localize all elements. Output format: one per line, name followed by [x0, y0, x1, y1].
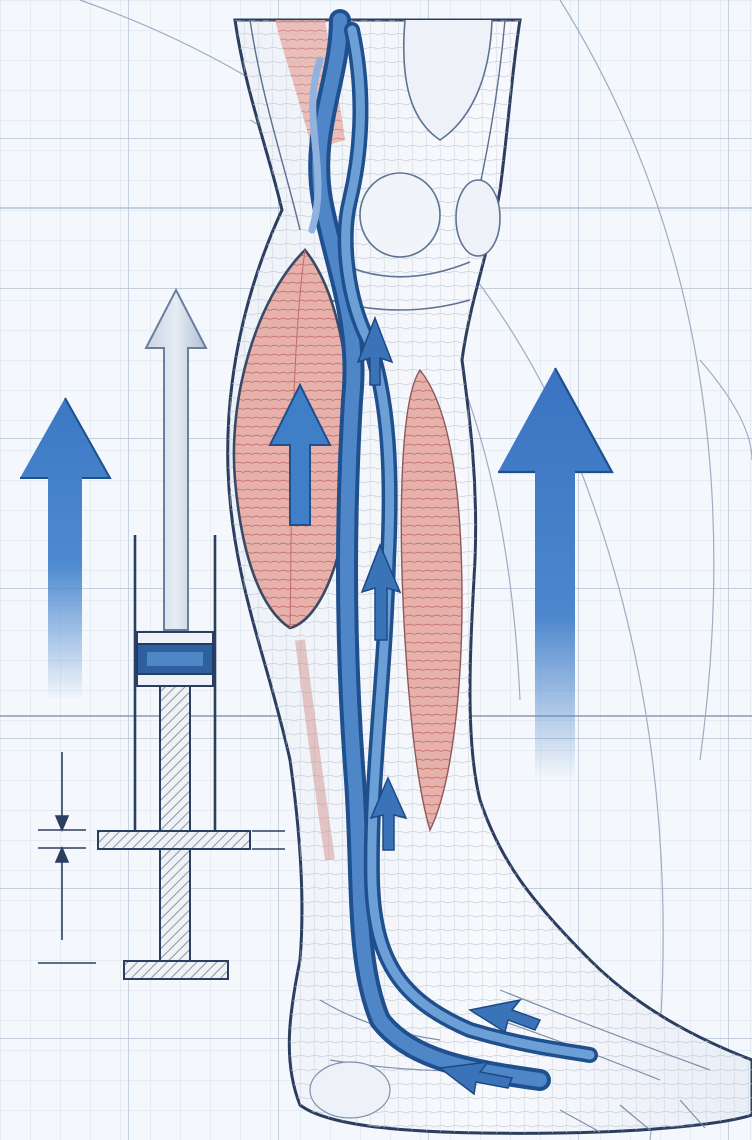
pump-flange [98, 831, 250, 849]
piston-bottom [137, 674, 213, 686]
pump-base [124, 961, 228, 979]
piston-top [137, 632, 213, 644]
lower-rod [160, 849, 190, 961]
piston-rod [160, 686, 190, 832]
